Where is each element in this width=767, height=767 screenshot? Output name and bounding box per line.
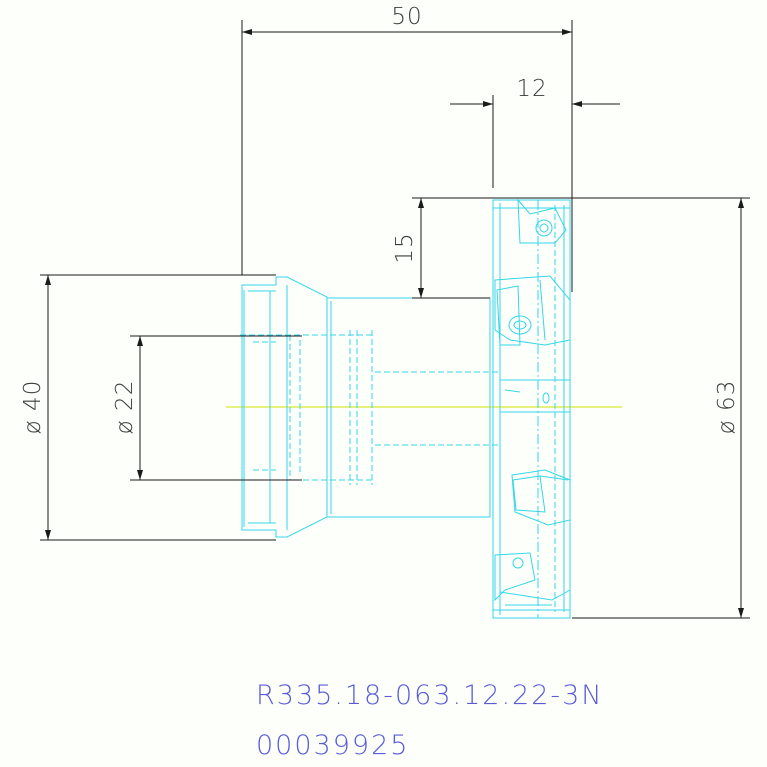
dim-label-cutter-diameter: ø 63: [714, 380, 740, 435]
dimension-lines: [40, 20, 750, 619]
dim-label-insert-height: 15: [392, 232, 418, 263]
part-code-label: R335.18-063.12.22-3N: [256, 680, 604, 711]
dim-label-bore-diameter: ø 22: [112, 380, 138, 435]
dim-label-overall-length: 50: [391, 4, 422, 30]
dim-label-hub-diameter: ø 40: [20, 380, 46, 435]
part-id-label: 00039925: [256, 730, 410, 761]
dim-label-insert-offset: 12: [516, 76, 547, 102]
cutter-outline: [240, 198, 571, 619]
